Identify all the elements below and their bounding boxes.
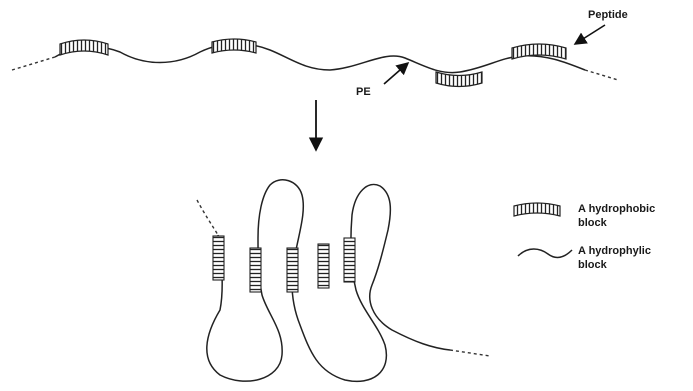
peptide-blocks-top: [60, 39, 566, 87]
peptide-label: Peptide: [588, 9, 628, 21]
folded-assembly: [197, 180, 490, 382]
assembly-dashed-tail-left: [197, 200, 218, 235]
pe-label: PE: [356, 86, 371, 98]
legend-hydrophilic-symbol: [518, 249, 572, 257]
legend-hydrophobic-label-1: A hydrophobic: [578, 203, 655, 215]
assembly-dashed-tail-right: [450, 350, 490, 356]
peptide-callout: Peptide: [575, 9, 628, 44]
peptide-block: [213, 236, 224, 280]
pe-chain-dashed-right: [585, 70, 618, 80]
peptide-block: [344, 238, 355, 282]
peptide-block: [318, 244, 329, 288]
pe-chain-dashed-left: [12, 57, 55, 70]
peptide-block: [212, 39, 256, 53]
legend-hydrophobic-label-2: block: [578, 217, 608, 229]
pe-callout: PE: [356, 63, 408, 98]
peptide-block: [250, 248, 261, 292]
pe-chain-backbone: [55, 44, 585, 73]
pe-arrow: [384, 63, 408, 84]
peptide-arrow: [575, 25, 605, 44]
legend-hydrophilic-label-1: A hydrophylic: [578, 245, 651, 257]
legend: A hydrophobic block A hydrophylic block: [514, 203, 655, 271]
peptide-block: [60, 40, 108, 55]
legend-hydrophilic-label-2: block: [578, 259, 608, 271]
peptide-block: [436, 72, 482, 87]
legend-hydrophobic-symbol: [514, 203, 560, 216]
peptide-block: [287, 248, 298, 292]
